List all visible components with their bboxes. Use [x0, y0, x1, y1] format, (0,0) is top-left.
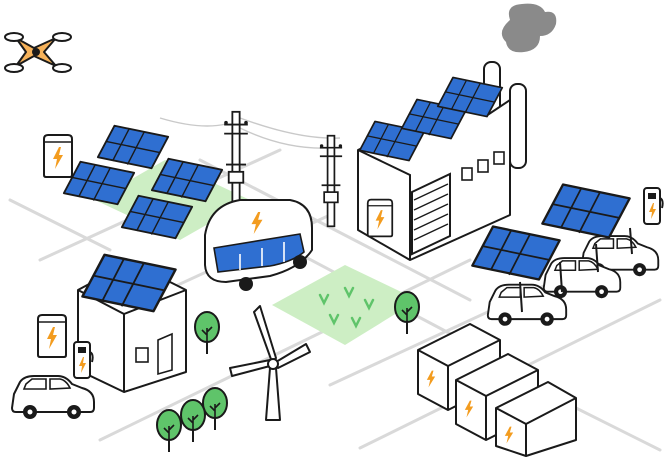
tree-icon	[194, 311, 220, 355]
battery-storage-icon	[36, 313, 68, 359]
power-lines	[159, 117, 341, 149]
utility-pole-icon	[319, 134, 343, 228]
tree-icon	[156, 409, 182, 453]
carport-solar-icon	[519, 227, 633, 313]
solar-panel-icon	[96, 124, 170, 170]
ev-charger-icon	[643, 187, 664, 225]
tree-icon	[202, 387, 228, 431]
grass-patch-park	[272, 265, 418, 345]
battery-storage-icon	[495, 381, 577, 457]
tree-icon	[394, 291, 420, 335]
solar-panel-icon	[541, 183, 631, 239]
grass-sprouts	[318, 286, 375, 329]
smoke-icon	[501, 3, 557, 53]
battery-container-row	[417, 323, 577, 457]
battery-storage-icon	[366, 198, 394, 238]
battery-storage-icon	[42, 133, 74, 179]
electric-car-icon	[11, 375, 95, 420]
electric-bus-icon	[204, 199, 313, 291]
wind-turbine-icon	[229, 305, 311, 421]
ev-charger-icon	[73, 341, 94, 379]
tree-icon	[180, 399, 206, 443]
drone-icon	[4, 32, 72, 73]
